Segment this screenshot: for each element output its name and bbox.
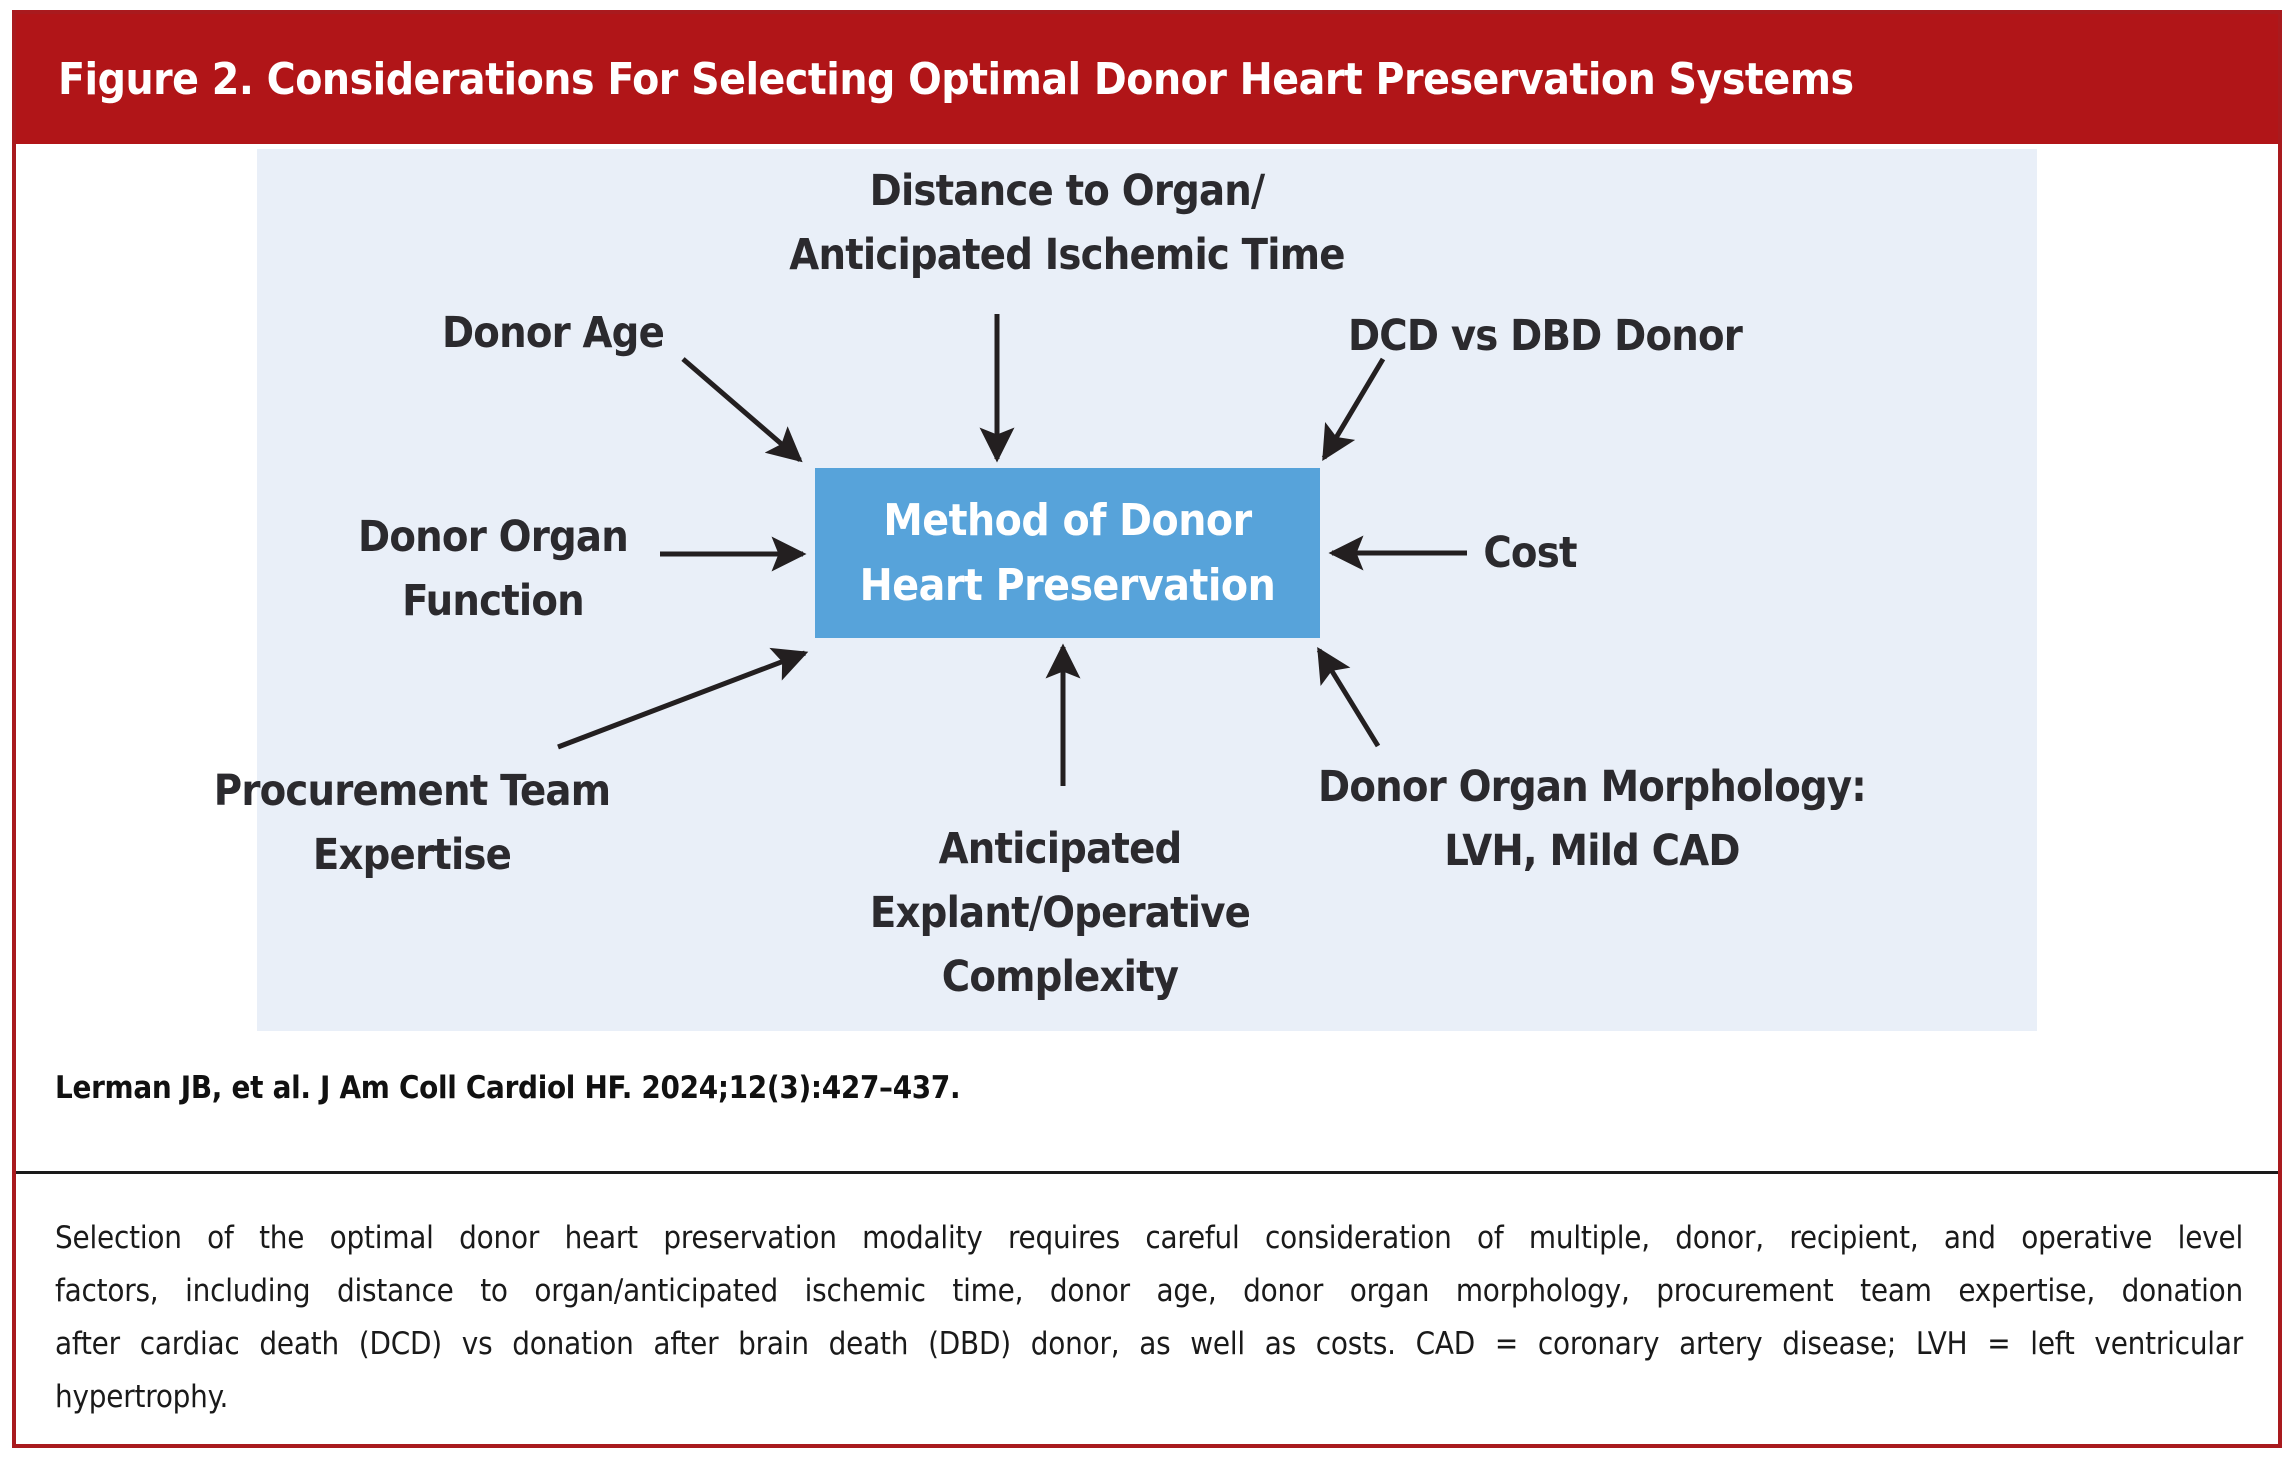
factor-label-cost: Cost (1483, 521, 1577, 585)
factor-line: Cost (1483, 528, 1577, 578)
factor-line: Donor Organ (358, 512, 629, 562)
divider-line (16, 1171, 2278, 1174)
factor-label-donor-organ-morphology: Donor Organ Morphology: LVH, Mild CAD (1318, 755, 1867, 883)
factor-line: Donor Organ Morphology: (1318, 762, 1867, 812)
factor-line: Anticipated (938, 824, 1183, 874)
arrow-dcd-vs-dbd (1321, 357, 1386, 462)
citation: Lerman JB, et al. J Am Coll Cardiol HF. … (55, 1070, 961, 1106)
diagram-panel: Method of Donor Heart Preservation Dista… (214, 149, 2037, 1031)
factor-label-dcd-vs-dbd: DCD vs DBD Donor (1347, 304, 1743, 368)
arrow-procurement (557, 647, 809, 750)
factor-line: Function (402, 576, 585, 626)
factor-line: DCD vs DBD Donor (1347, 311, 1743, 361)
figure-frame: Figure 2. Considerations For Selecting O… (12, 10, 2282, 1448)
center-box-line: Method of Donor (883, 495, 1252, 546)
factor-line: Distance to Organ/ (869, 166, 1266, 216)
factor-label-explant-complexity: Anticipated Explant/Operative Complexity (869, 817, 1251, 1009)
factor-line: Expertise (312, 830, 512, 880)
caption: Selection of the optimal donor heart pre… (55, 1212, 2243, 1424)
factor-line: Explant/Operative (869, 888, 1251, 938)
center-box-method-of-preservation: Method of Donor Heart Preservation (815, 468, 1320, 638)
figure-header: Figure 2. Considerations For Selecting O… (16, 14, 2278, 144)
factor-label-donor-age: Donor Age (441, 301, 665, 365)
factor-label-donor-organ-function: Donor Organ Function (358, 505, 629, 633)
factor-line: Complexity (941, 952, 1179, 1002)
arrow-layer (557, 314, 1467, 786)
caption-line: hypertrophy. (55, 1379, 229, 1415)
figure-title: Figure 2. Considerations For Selecting O… (58, 53, 1854, 105)
factor-line: Procurement Team (213, 766, 611, 816)
arrow-morphology (1316, 647, 1381, 748)
caption-line: after cardiac death (DCD) vs donation af… (55, 1326, 2243, 1362)
factor-line: Anticipated Ischemic Time (789, 230, 1345, 280)
factor-line: Donor Age (441, 308, 665, 358)
caption-line: factors, including distance to organ/ant… (55, 1273, 2243, 1309)
factor-line: LVH, Mild CAD (1444, 826, 1740, 876)
factor-label-distance: Distance to Organ/ Anticipated Ischemic … (789, 159, 1345, 287)
factor-label-procurement-team: Procurement Team Expertise (213, 759, 611, 887)
caption-line: Selection of the optimal donor heart pre… (55, 1220, 2243, 1256)
center-box-line: Heart Preservation (859, 560, 1276, 611)
arrow-donor-age (681, 357, 803, 463)
